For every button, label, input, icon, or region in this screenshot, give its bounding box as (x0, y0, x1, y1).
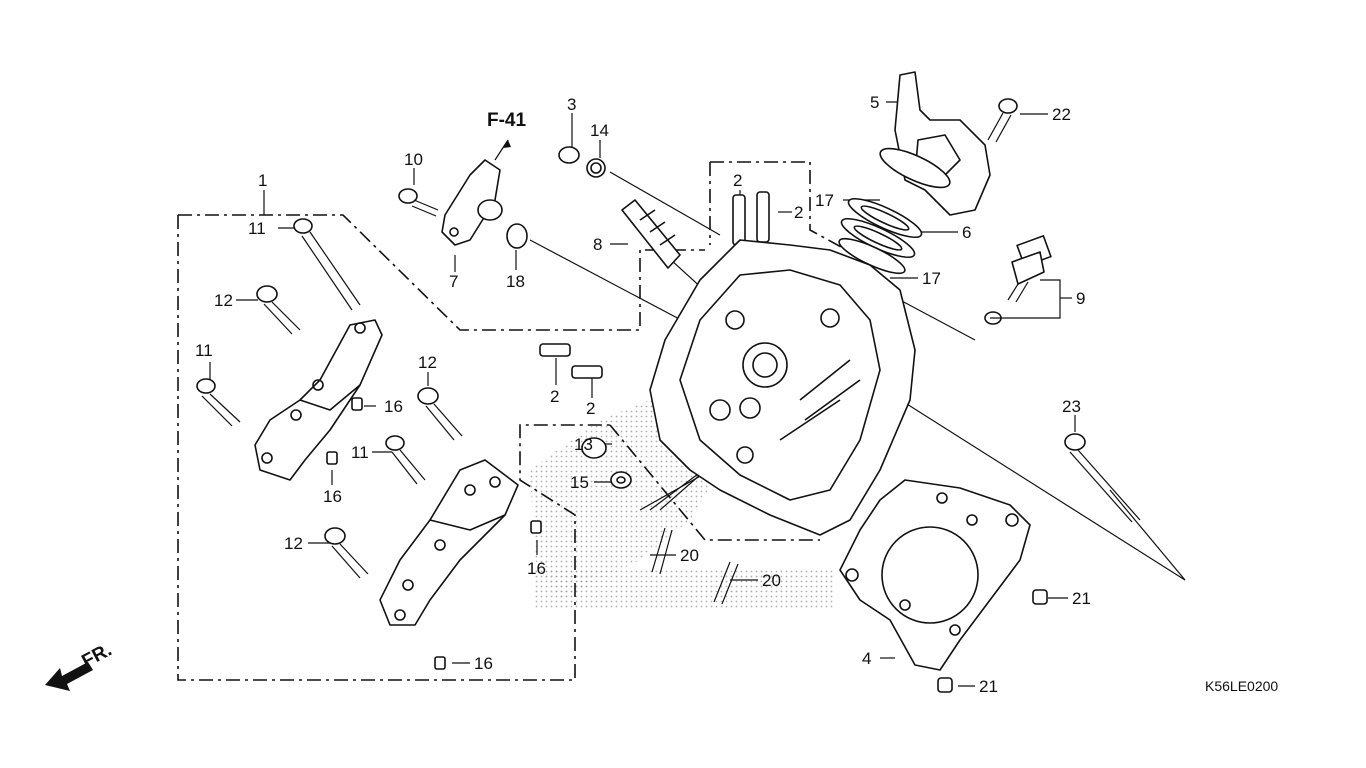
callout-11a[interactable]: 11 (248, 219, 266, 238)
callout-4[interactable]: 4 (862, 649, 871, 668)
dowel-pins (326, 397, 542, 670)
cylinder-head (649, 239, 916, 536)
callout-5[interactable]: 5 (870, 93, 879, 112)
callout-14[interactable]: 14 (590, 121, 609, 140)
callout-6[interactable]: 6 (962, 223, 971, 242)
callout-9[interactable]: 9 (1076, 289, 1085, 308)
bolt-11-left (196, 378, 241, 427)
camshaft-holder-lower (379, 459, 519, 626)
callout-7[interactable]: 7 (449, 272, 458, 291)
callout-11c[interactable]: 11 (351, 443, 369, 462)
water-joint (441, 139, 511, 246)
callout-15[interactable]: 15 (570, 473, 589, 492)
callout-21a[interactable]: 21 (1072, 589, 1091, 608)
spark-plug (621, 199, 681, 269)
callout-17a[interactable]: 17 (815, 191, 834, 210)
callout-20a[interactable]: 20 (680, 546, 699, 565)
callout-16c[interactable]: 16 (527, 559, 546, 578)
group-outline-1 (177, 214, 705, 681)
callout-16a[interactable]: 16 (384, 397, 403, 416)
front-direction-arrow: FR. (45, 640, 115, 691)
callout-16d[interactable]: 16 (474, 654, 493, 673)
o-rings (506, 146, 606, 249)
callout-18[interactable]: 18 (506, 272, 525, 291)
callout-23[interactable]: 23 (1062, 397, 1081, 416)
callout-20b[interactable]: 20 (762, 571, 781, 590)
valve-guides (539, 191, 770, 379)
bolt-12-upper (256, 285, 301, 335)
callout-21b[interactable]: 21 (979, 677, 998, 696)
insulator (879, 71, 991, 216)
camshaft-holder-upper (254, 319, 383, 481)
callout-13[interactable]: 13 (574, 435, 593, 454)
callout-labels: F-41 1 11 12 11 16 16 12 11 12 16 16 10 … (195, 93, 1278, 696)
callout-11b[interactable]: 11 (195, 341, 213, 360)
bolt-12-lower (324, 527, 369, 579)
group-outline-2 (709, 161, 866, 261)
nuts-and-studs (581, 437, 1048, 693)
callout-12c[interactable]: 12 (284, 534, 303, 553)
head-gasket (839, 479, 1031, 671)
callout-2b[interactable]: 2 (794, 203, 803, 222)
bolt-12-middle (417, 387, 463, 441)
callout-16b[interactable]: 16 (323, 487, 342, 506)
bolt-11-middle (385, 435, 426, 485)
callout-3[interactable]: 3 (567, 95, 576, 114)
diagram-code: K56LE0200 (1205, 678, 1278, 694)
callout-17b[interactable]: 17 (922, 269, 941, 288)
callout-8[interactable]: 8 (593, 235, 602, 254)
callout-10[interactable]: 10 (404, 150, 423, 169)
callout-1[interactable]: 1 (258, 171, 267, 190)
temperature-sensor (984, 235, 1052, 325)
bolt-23 (1064, 433, 1141, 523)
callout-2d[interactable]: 2 (586, 399, 595, 418)
bolt-10 (398, 188, 439, 217)
gaskets-17-6 (838, 198, 923, 275)
bolt-11-upper (293, 218, 361, 311)
callout-12b[interactable]: 12 (418, 353, 437, 372)
bolts (196, 98, 1141, 579)
group-outline-3 (609, 424, 820, 541)
bolt-22 (987, 98, 1018, 143)
callout-22[interactable]: 22 (1052, 105, 1071, 124)
callout-2c[interactable]: 2 (550, 387, 559, 406)
callout-12a[interactable]: 12 (214, 291, 233, 310)
callout-2a[interactable]: 2 (733, 171, 742, 190)
reference-label[interactable]: F-41 (487, 110, 527, 131)
